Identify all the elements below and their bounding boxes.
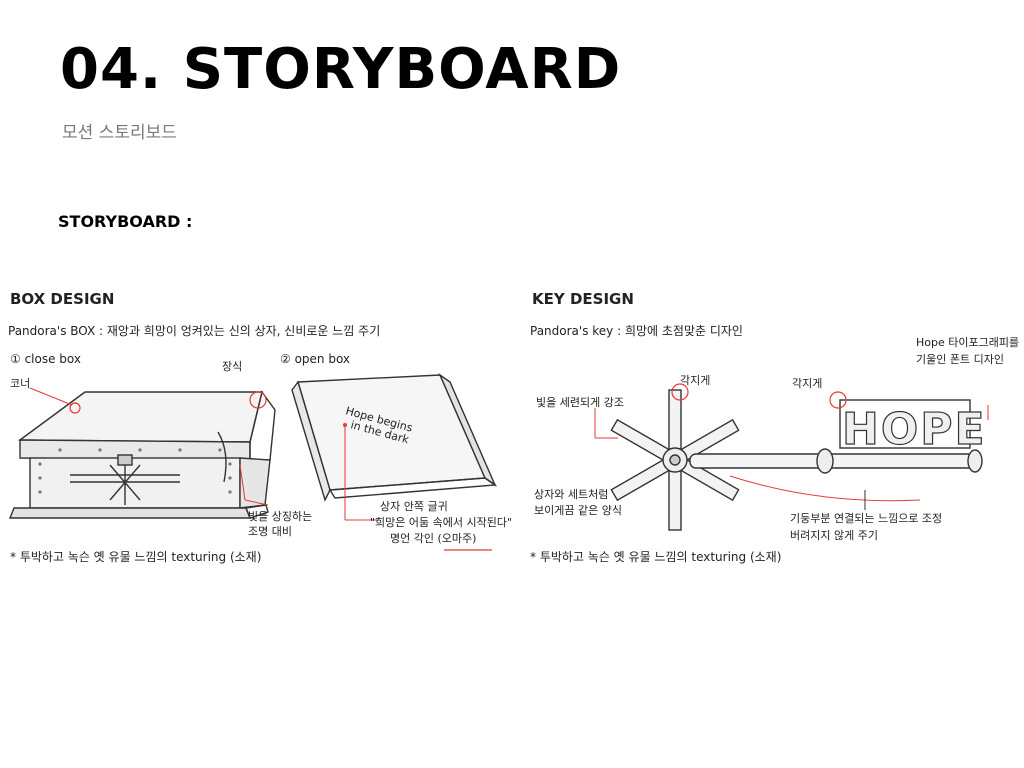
key-shaft-note-1: 기둥부분 연결되는 느낌으로 조정 (790, 512, 943, 525)
key-illustration (610, 389, 983, 531)
closed-box-illustration (8, 390, 276, 519)
key-box-connect-1: 상자와 세트처럼 (534, 488, 609, 501)
page-title: 04. STORYBOARD (60, 37, 622, 102)
box-ornament-label: 장식 (222, 360, 243, 373)
box-close-label: ① close box (10, 352, 81, 366)
section-label: STORYBOARD : (58, 212, 193, 231)
box-light-note-1: 빛을 상징하는 (248, 510, 313, 523)
key-angle-label: 각지게 (792, 377, 823, 390)
key-light-note: 빛을 세련되게 강조 (536, 396, 624, 409)
box-corner-label: 코너 (10, 377, 31, 390)
box-quote-note-1: 상자 안쪽 글귀 (380, 500, 448, 513)
page-subtitle: 모션 스토리보드 (62, 123, 177, 143)
box-quote-note-2: "희망은 어둠 속에서 시작된다" (370, 516, 513, 529)
box-footer-note: * 투박하고 녹슨 옛 유물 느낌의 texturing (소재) (10, 550, 262, 564)
key-shaft-note-2: 버려지지 않게 주기 (790, 529, 878, 542)
key-spark-label: 각지게 (680, 374, 711, 387)
box-description: Pandora's BOX : 재앙과 희망이 엉켜있는 신의 상자, 신비로운… (8, 324, 381, 338)
key-description: Pandora's key : 희망에 초점맞춘 디자인 (530, 324, 743, 338)
key-hope-note-1: Hope 타이포그래피를 (916, 336, 1020, 349)
hope-word: HOPE (842, 404, 987, 455)
key-sketch: HOPE (594, 383, 989, 531)
lock-marker-icon (249, 391, 267, 409)
key-box-connect-2: 보이게끔 같은 양식 (534, 504, 622, 517)
corner-marker-icon (69, 402, 81, 414)
box-design-title: BOX DESIGN (10, 290, 115, 308)
box-quote-note-3: 명언 각인 (오마주) (390, 532, 477, 545)
key-hope-note-2: 기울인 폰트 디자인 (916, 353, 1004, 366)
box-open-label: ② open box (280, 352, 351, 366)
box-light-note-2: 조명 대비 (248, 525, 292, 538)
key-design-title: KEY DESIGN (532, 290, 634, 308)
key-footer-note: * 투박하고 녹슨 옛 유물 느낌의 texturing (소재) (530, 550, 782, 564)
box-sketch: Hope begins in the dark (8, 372, 497, 551)
